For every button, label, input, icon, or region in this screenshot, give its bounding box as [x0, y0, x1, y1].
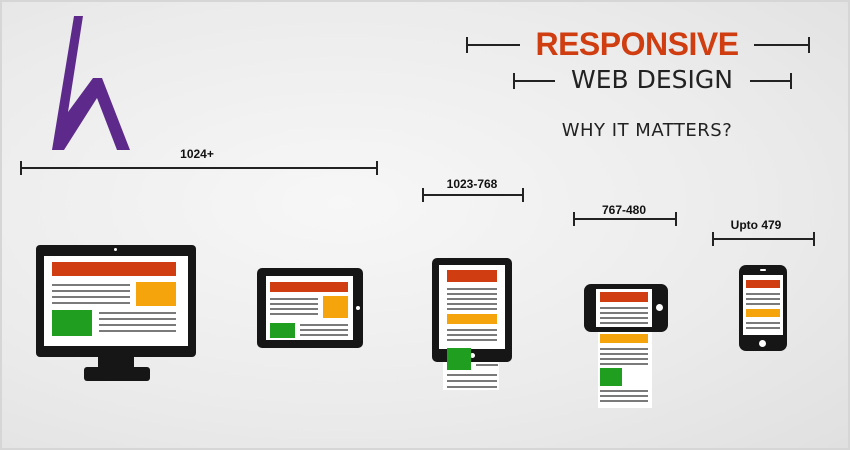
range-ruler-upto-479 — [712, 232, 815, 246]
page-subtitle: WEB DESIGN — [571, 65, 733, 94]
title-line-left — [468, 44, 520, 46]
title-tick-left — [466, 37, 468, 53]
subtitle-tick-left — [513, 73, 515, 89]
title-line-right — [754, 44, 808, 46]
range-ruler-1023-768 — [422, 188, 524, 202]
subtitle-line-right — [750, 80, 790, 82]
subtitle-tick-right — [790, 73, 792, 89]
range-label-1023-768: 1023-768 — [446, 177, 498, 191]
subtitle-line-left — [515, 80, 555, 82]
range-label-upto-479: Upto 479 — [730, 218, 782, 232]
range-label-767-480: 767-480 — [601, 203, 647, 217]
page-title: RESPONSIVE — [535, 26, 739, 62]
title-tick-right — [808, 37, 810, 53]
range-label-1024: 1024+ — [180, 147, 214, 161]
range-ruler-1024 — [20, 161, 378, 175]
page-question: WHY IT MATTERS? — [561, 120, 733, 141]
k-logo-icon — [52, 16, 130, 150]
range-ruler-767-480 — [573, 212, 677, 226]
